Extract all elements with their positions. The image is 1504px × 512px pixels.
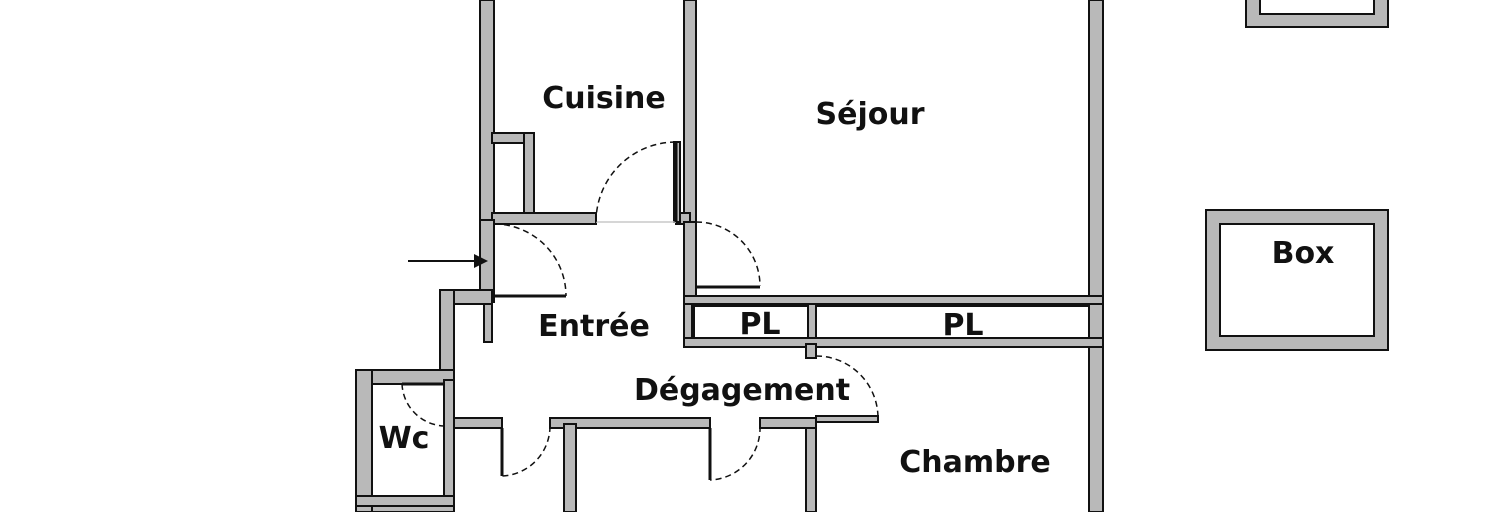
wall-degagement-south-a xyxy=(449,417,503,429)
door-sejour-swing xyxy=(695,221,761,287)
wall-cuisine-south xyxy=(491,212,597,225)
top-right-interior xyxy=(1259,0,1375,15)
door-chambre-swing xyxy=(815,355,879,419)
wall-entree-west-lower xyxy=(439,289,455,381)
label-sejour: Séjour xyxy=(816,97,925,132)
walls xyxy=(355,0,1104,512)
label-degagement: Dégagement xyxy=(634,373,850,408)
entrance-arrow-icon xyxy=(408,254,488,268)
wall-wc-bottom xyxy=(355,495,455,507)
door-wc-swing xyxy=(401,383,445,427)
wall-cuisine-niche-side xyxy=(523,132,535,221)
wall-sejour-east xyxy=(1088,0,1104,512)
label-wc: Wc xyxy=(379,421,430,456)
wall-wc-east xyxy=(443,379,455,512)
label-entree: Entrée xyxy=(538,309,650,344)
wall-chambre-west-lower xyxy=(805,417,817,512)
wall-chambre-door-stop xyxy=(815,415,879,423)
wall-wc-west xyxy=(355,369,373,512)
wall-cuisine-sejour xyxy=(683,0,697,223)
wall-chambre-west xyxy=(805,343,817,359)
label-box: Box xyxy=(1272,236,1335,271)
box-interior xyxy=(1219,223,1375,337)
room-labels: Cuisine Séjour Entrée Dégagement Chambre… xyxy=(379,81,1335,480)
door-entrance-swing xyxy=(493,223,567,297)
wall-placard-south xyxy=(683,337,1104,348)
label-placard-1: PL xyxy=(739,307,780,342)
wall-cuisine-west xyxy=(479,0,495,221)
wall-degagement-south-c xyxy=(759,417,817,429)
door-lower-left-swing xyxy=(501,425,551,477)
label-chambre: Chambre xyxy=(899,445,1051,480)
wall-degagement-south-b xyxy=(549,417,711,429)
top-right-structure xyxy=(1245,0,1389,28)
wc-interior xyxy=(371,383,445,497)
label-cuisine: Cuisine xyxy=(542,81,666,116)
wall-wc-next xyxy=(371,505,455,512)
door-lower-mid-swing xyxy=(709,425,761,481)
label-placard-2: PL xyxy=(942,308,983,343)
doors xyxy=(401,141,879,481)
wall-sejour-south xyxy=(683,295,1104,305)
door-cuisine-swing xyxy=(595,141,677,223)
wall-lower-room-a xyxy=(563,423,577,512)
box-outbuilding xyxy=(1205,209,1389,351)
